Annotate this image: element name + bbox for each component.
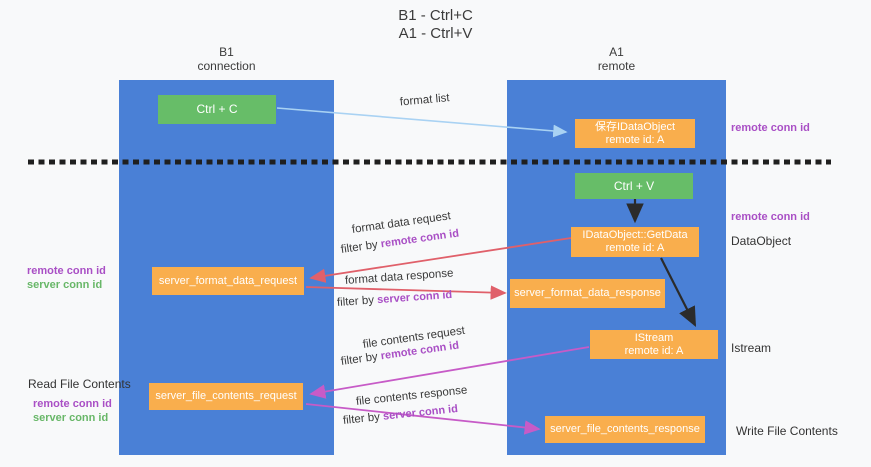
format-list-label: format list [399,92,451,109]
idataobject-getdata-line2: remote id: A [605,242,665,254]
server-file-contents-response-label: server_file_contents_response [550,423,700,435]
remote-conn-id-label-right-mid: remote conn id [731,211,810,223]
save-idataobject-line1: 保存IDataObject [594,120,676,133]
format-data-response-filter-label: filter by server conn id [337,289,453,309]
server-format-data-request-box: server_format_data_request [152,267,304,295]
ctrl-v-box: Ctrl + V [575,173,693,199]
ctrl-c-box: Ctrl + C [158,95,276,124]
read-file-contents-label: Read File Contents [28,377,131,391]
istream-line2: remote id: A [624,344,684,357]
remote-conn-id-label-left-bottom: remote conn id [33,398,112,410]
diagram-title-line2: A1 - Ctrl+V [398,25,473,42]
lifeline-a1-subtitle: remote [597,59,636,73]
lifeline-header-a1: A1 remote [507,45,726,73]
lifeline-a1-title: A1 [609,45,624,59]
istream-line1: IStream [634,331,674,344]
remote-conn-id-label-left-top: remote conn id [27,265,106,277]
server-conn-id-label-left-bottom: server conn id [33,412,109,424]
filter-by-text: filter by [340,238,382,256]
server-format-data-request-label: server_format_data_request [158,274,298,287]
server-conn-id-label-left-top: server conn id [27,279,103,291]
save-idataobject-line2: remote id: A [605,133,665,146]
write-file-contents-label: Write File Contents [736,424,838,438]
server-file-contents-request-box: server_file_contents_request [149,383,303,410]
diagram-title-line1: B1 - Ctrl+C [398,7,473,24]
istream-box: IStream remote id: A [590,330,718,359]
server-format-data-response-label: server_format_data_response [514,287,661,299]
ctrl-c-label: Ctrl + C [196,102,238,116]
idataobject-getdata-line1: IDataObject::GetData [582,229,688,241]
lifeline-b1-title: B1 [219,45,234,59]
server-file-contents-request-label: server_file_contents_request [155,390,297,402]
diagram-title: B1 - Ctrl+C A1 - Ctrl+V [0,7,871,43]
format-data-response-label: format data response [344,267,454,287]
dataobject-label: DataObject [731,234,792,248]
server-conn-id-text: server conn id [382,402,459,423]
server-format-data-response-box: server_format_data_response [510,279,665,308]
server-conn-id-text: server conn id [376,288,453,307]
remote-conn-id-label-right-top: remote conn id [731,122,810,134]
remote-conn-id-text: remote conn id [380,227,460,251]
filter-by-text: filter by [340,350,382,368]
ctrl-v-label: Ctrl + V [613,178,655,193]
filter-by-text: filter by [336,294,378,309]
filter-by-text: filter by [342,410,384,427]
idataobject-getdata-box: IDataObject::GetData remote id: A [571,227,699,257]
save-idataobject-box: 保存IDataObject remote id: A [575,119,695,148]
istream-side-label: Istream [731,341,772,355]
server-file-contents-response-box: server_file_contents_response [545,416,705,443]
lifeline-header-b1: B1 connection [119,45,334,73]
lifeline-b1-subtitle: connection [197,59,256,73]
